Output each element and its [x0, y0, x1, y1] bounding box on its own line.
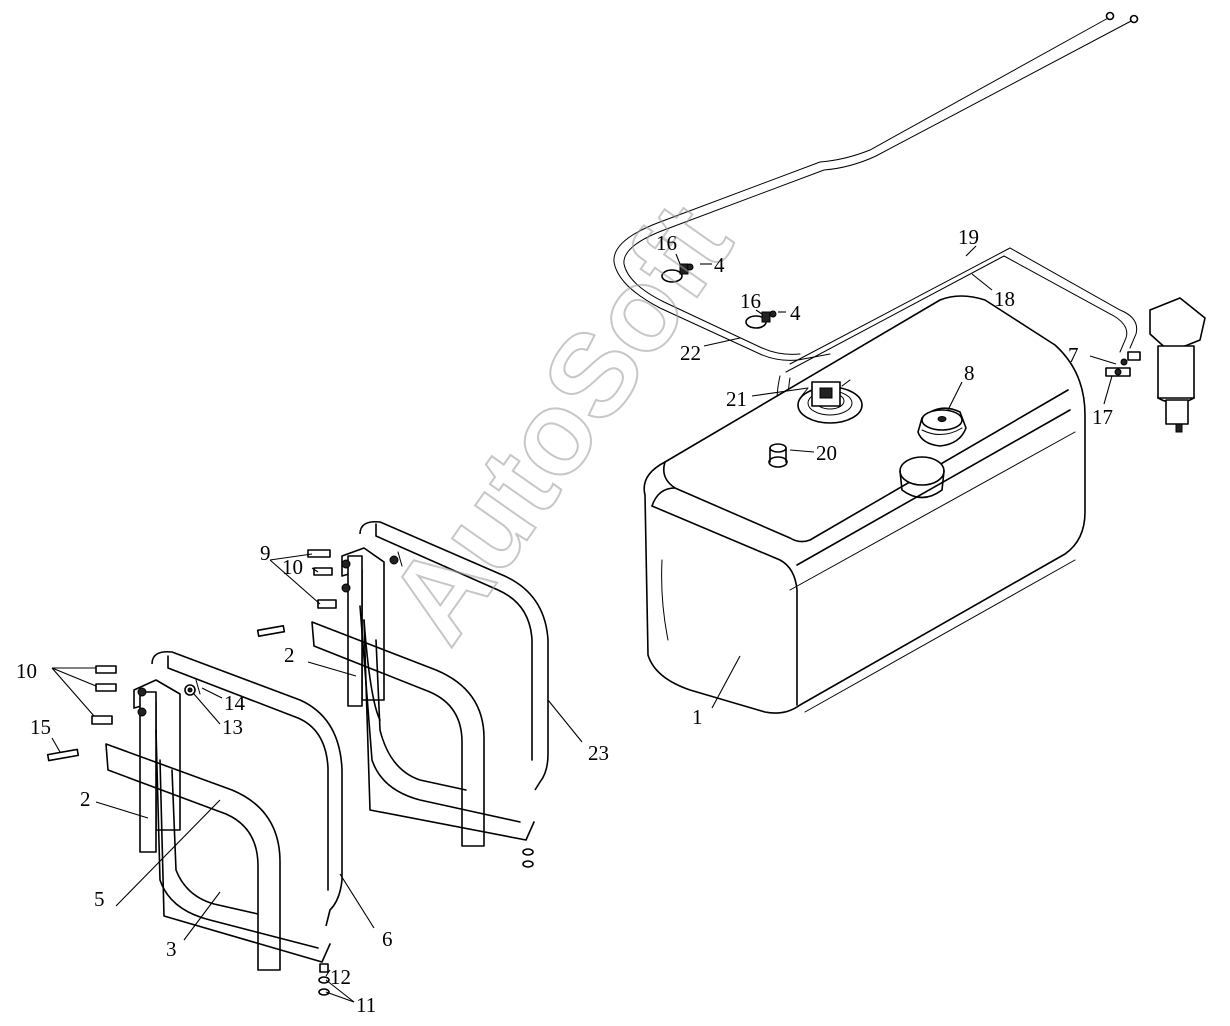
- drain-fitting: [768, 443, 788, 468]
- callout-5: 5: [94, 887, 105, 911]
- callout-7: 7: [1068, 343, 1079, 367]
- callout-11: 11: [356, 993, 376, 1017]
- callout-4: 4: [790, 301, 801, 325]
- filler-cap: [917, 407, 967, 447]
- callout-13: 13: [222, 715, 243, 739]
- callout-14: 14: [224, 691, 246, 715]
- callout-20: 20: [816, 441, 837, 465]
- callout-23: 23: [588, 741, 609, 765]
- callout-17: 17: [1092, 405, 1113, 429]
- callout-labels: 1 2 2 3 4 4 5 6 7 8 9 10 10 11 12 13 14 …: [16, 225, 1113, 1017]
- callout-10: 10: [282, 555, 303, 579]
- fuel-level-sender: [799, 379, 851, 407]
- front-mounting-bracket: [46, 650, 343, 996]
- callout-3: 3: [166, 937, 177, 961]
- hose-clamp-lower: [745, 310, 777, 329]
- hose-clamp-upper: [661, 263, 694, 283]
- callout-9: 9: [260, 541, 271, 565]
- callout-4: 4: [714, 253, 725, 277]
- callout-15: 15: [30, 715, 51, 739]
- leader-lines: [51, 245, 1117, 1003]
- callout-8: 8: [964, 361, 975, 385]
- callout-10: 10: [16, 659, 37, 683]
- callout-18: 18: [994, 287, 1015, 311]
- callout-19: 19: [958, 225, 979, 249]
- callout-12: 12: [330, 965, 351, 989]
- callout-21: 21: [726, 387, 747, 411]
- callout-6: 6: [382, 927, 393, 951]
- fuel-filter: [1105, 297, 1206, 433]
- callout-22: 22: [680, 341, 701, 365]
- rear-mounting-bracket: [256, 520, 549, 868]
- callout-1: 1: [692, 705, 703, 729]
- callout-2: 2: [80, 787, 91, 811]
- callout-16: 16: [656, 231, 677, 255]
- fuel-lines: [613, 11, 1139, 445]
- callout-2: 2: [284, 643, 295, 667]
- fuel-tank: [643, 295, 1086, 714]
- callout-16: 16: [740, 289, 761, 313]
